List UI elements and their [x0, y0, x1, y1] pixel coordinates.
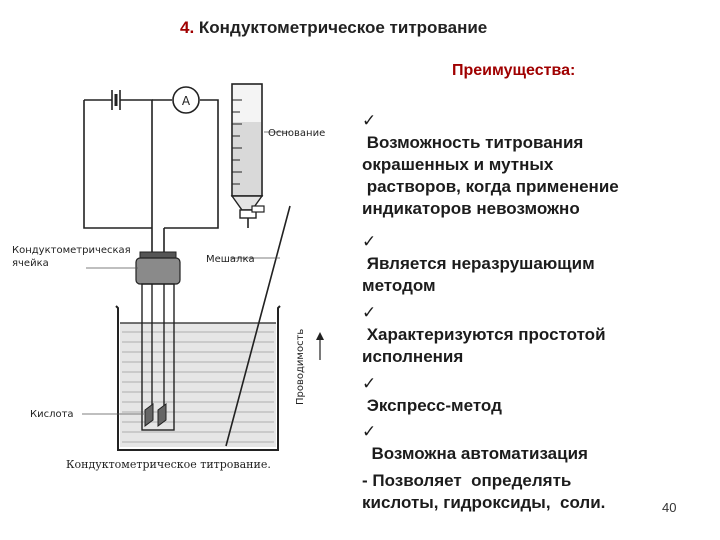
stirrer-rod [225, 205, 291, 447]
checkmark-icon: ✓ [362, 374, 377, 393]
advantage-line: окрашенных и мутных [362, 155, 554, 174]
advantage-item-3: ✓ Характеризуются простотой исполнения [362, 302, 606, 368]
checkmark-icon: ✓ [362, 111, 377, 130]
label-conductivity: Проводимость [295, 329, 306, 405]
battery-icon [111, 90, 121, 110]
checkmark-icon: ✓ [362, 232, 377, 251]
checkmark-icon: ✓ [362, 303, 377, 322]
label-cell: Кондуктометрическая [12, 245, 131, 256]
advantage-line: Возможность титрования [362, 133, 584, 152]
advantage-line: - Позволяет определять [362, 471, 572, 490]
label-base: Основание [268, 128, 325, 139]
diagram-caption: Кондуктометрическое титрование. [66, 458, 271, 471]
ammeter-icon: A [172, 86, 200, 114]
circuit-wires [83, 99, 219, 252]
beaker [115, 305, 281, 451]
label-stirrer: Мешалка [206, 254, 255, 265]
slide-title: 4. Кондуктометрическое титрование [180, 18, 487, 38]
advantages-heading: Преимущества: [452, 62, 576, 79]
advantage-item-1: ✓ Возможность титрования окрашенных и му… [362, 110, 619, 220]
burette [230, 83, 265, 228]
label-cell-2: ячейка [12, 258, 49, 269]
advantage-line: Возможна автоматизация [362, 444, 588, 463]
advantage-item-2: ✓ Является неразрушающим методом [362, 231, 595, 297]
arrow-up-icon [316, 332, 324, 360]
slide-number: 40 [662, 500, 677, 515]
advantage-line: растворов, когда применение [362, 177, 619, 196]
advantage-line: исполнения [362, 347, 464, 366]
advantage-line: Экспресс-метод [362, 396, 502, 415]
advantage-line: методом [362, 276, 436, 295]
advantage-item-5: ✓ Возможна автоматизация [362, 421, 588, 465]
advantage-line: Является неразрушающим [362, 254, 595, 273]
advantage-line: кислоты, гидроксиды, соли. [362, 493, 606, 512]
checkmark-icon: ✓ [362, 422, 377, 441]
advantage-item-6: - Позволяет определять кислоты, гидрокси… [362, 470, 605, 514]
title-number: 4. [180, 18, 195, 37]
advantage-line: индикаторов невозможно [362, 199, 580, 218]
advantage-line: Характеризуются простотой [362, 325, 606, 344]
label-acid: Кислота [30, 409, 74, 420]
conductometric-cell [135, 251, 181, 431]
advantage-item-4: ✓ Экспресс-метод [362, 373, 502, 417]
ammeter-label: A [182, 94, 191, 108]
title-text: Кондуктометрическое титрование [198, 18, 488, 37]
